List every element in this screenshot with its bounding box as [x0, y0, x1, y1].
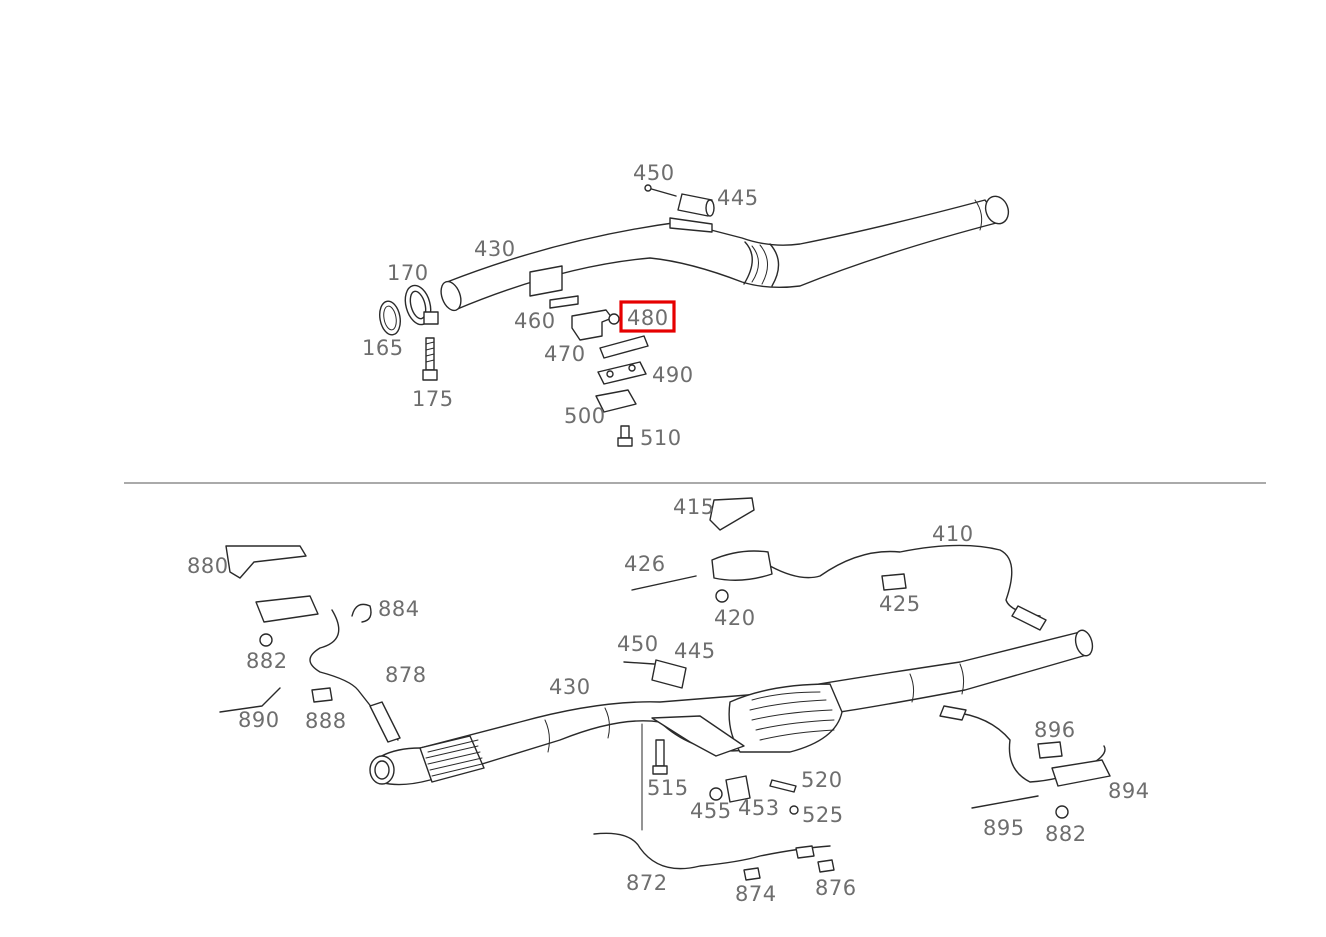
- nut-525[interactable]: [789, 805, 799, 815]
- callout-888: 888: [305, 709, 347, 733]
- callout-453: 453: [738, 796, 780, 820]
- callout-460: 460: [514, 309, 556, 333]
- callout-882-left: 882: [246, 649, 288, 673]
- callout-420: 420: [714, 606, 756, 630]
- callout-890: 890: [238, 708, 280, 732]
- control-unit-894[interactable]: [1037, 741, 1111, 819]
- callout-500: 500: [564, 404, 606, 428]
- callout-450: 450: [633, 161, 675, 185]
- wire-410: [769, 544, 1041, 617]
- main-catalyst[interactable]: [728, 683, 843, 753]
- callout-882-right: 882: [1045, 822, 1087, 846]
- callout-425: 425: [879, 592, 921, 616]
- clip-874[interactable]: [743, 867, 761, 881]
- callout-876: 876: [815, 876, 857, 900]
- clip-884[interactable]: [351, 603, 372, 623]
- callout-525: 525: [802, 803, 844, 827]
- callout-510: 510: [640, 426, 682, 450]
- callout-170: 170: [387, 261, 429, 285]
- clamp-170[interactable]: [401, 283, 439, 328]
- callout-878: 878: [385, 663, 427, 687]
- rod-890[interactable]: [219, 687, 281, 713]
- callout-445: 445: [717, 186, 759, 210]
- rod-895[interactable]: [971, 795, 1039, 809]
- callout-455: 455: [690, 799, 732, 823]
- highlight-box-480: [619, 300, 676, 333]
- callout-874: 874: [735, 882, 777, 906]
- bolt-450-lower[interactable]: [623, 661, 655, 665]
- callout-896: 896: [1034, 718, 1076, 742]
- hanger-490[interactable]: [597, 335, 649, 385]
- bracket-470[interactable]: [571, 309, 613, 341]
- callout-895: 895: [983, 816, 1025, 840]
- bracket-lower[interactable]: [651, 715, 745, 757]
- callout-450-lower: 450: [617, 632, 659, 656]
- exhaust-pipe-upper[interactable]: [437, 193, 1012, 313]
- bolt-175[interactable]: [422, 337, 438, 381]
- upper-assembly: 450 445 430 170 165 175 460 470 480 490 …: [362, 161, 1012, 450]
- callout-165: 165: [362, 336, 404, 360]
- callout-410: 410: [932, 522, 974, 546]
- callout-175: 175: [412, 387, 454, 411]
- bolt-515[interactable]: [652, 739, 668, 775]
- callout-872: 872: [626, 871, 668, 895]
- clip-425[interactable]: [881, 573, 907, 591]
- sensor-894[interactable]: [939, 705, 967, 721]
- bolt-520[interactable]: [769, 779, 797, 793]
- control-unit-420[interactable]: [709, 497, 773, 603]
- front-catalyst[interactable]: [419, 735, 485, 783]
- seal-ring-165[interactable]: [377, 300, 403, 337]
- nut-455[interactable]: [709, 787, 723, 801]
- callout-480: 480: [627, 306, 669, 330]
- callout-430: 430: [474, 237, 516, 261]
- control-unit-880[interactable]: [225, 545, 319, 647]
- lower-assembly: 415 410 426 420 425 880 884 882 878 890 …: [187, 495, 1150, 906]
- holder-460[interactable]: [529, 265, 579, 309]
- bolt-450-upper[interactable]: [644, 184, 677, 197]
- callout-520: 520: [801, 768, 843, 792]
- callout-515: 515: [647, 776, 689, 800]
- callout-884: 884: [378, 597, 420, 621]
- wire-872: [593, 832, 831, 870]
- callout-445-lower: 445: [674, 639, 716, 663]
- sensor-410[interactable]: [1011, 605, 1047, 631]
- bolt-510[interactable]: [617, 425, 633, 447]
- sensor-878[interactable]: [369, 701, 401, 743]
- mount-453[interactable]: [725, 775, 751, 803]
- rubber-mount-upper[interactable]: [677, 193, 715, 217]
- clip-888[interactable]: [311, 687, 333, 703]
- wire-878: [309, 609, 399, 741]
- rubber-mount-lower[interactable]: [651, 659, 687, 689]
- callout-894: 894: [1108, 779, 1150, 803]
- callout-470: 470: [544, 342, 586, 366]
- callout-426: 426: [624, 552, 666, 576]
- callout-415: 415: [673, 495, 715, 519]
- nut-480[interactable]: [608, 313, 620, 325]
- callout-490: 490: [652, 363, 694, 387]
- clip-876[interactable]: [795, 845, 835, 873]
- callout-430-lower: 430: [549, 675, 591, 699]
- rod-426[interactable]: [631, 575, 697, 591]
- plate-500[interactable]: [595, 389, 637, 413]
- callout-880: 880: [187, 554, 229, 578]
